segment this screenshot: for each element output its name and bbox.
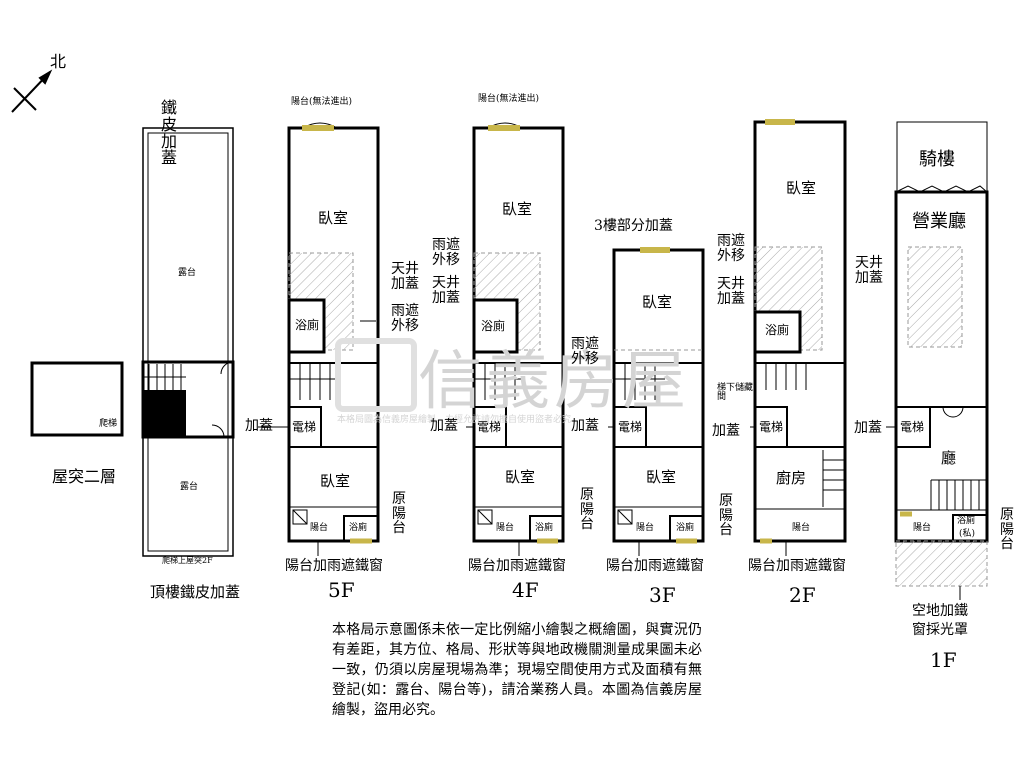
disclaimer-text: 本格局示意圖係未依一定比例縮小繪製之概繪圖，與實況仍有差距，其方位、格局、形狀等… <box>332 622 702 718</box>
f4-original-balcony: 原陽台 <box>580 487 594 533</box>
f2-skylight: 天井加蓋 <box>717 276 745 307</box>
f4-bedroom-front: 臥室 <box>502 200 533 218</box>
f2-elevator: 電梯 <box>759 420 784 434</box>
f3-rain-shelter: 雨遮外移 <box>571 336 599 367</box>
rooftop-plan <box>141 127 235 557</box>
f2-floor-label: 2F <box>789 583 816 607</box>
f3-bathroom-rear: 浴廁 <box>676 523 695 533</box>
floor1-plan <box>886 121 989 600</box>
f1-bathroom-rear: 浴廁 <box>957 516 976 526</box>
f4-rear-window: 陽台加雨遮鐵窗 <box>468 558 566 574</box>
f1-arcade: 騎樓 <box>919 149 955 170</box>
f3-extension: 加蓋 <box>571 418 599 434</box>
f4-balcony-top: 陽台(無法進出) <box>478 94 540 104</box>
f2-balcony: 陽台 <box>792 523 811 533</box>
f1-original-balcony: 原陽台 <box>1000 507 1014 553</box>
f5-extension: 加蓋 <box>245 418 273 434</box>
f4-skylight: 天井加蓋 <box>432 275 460 306</box>
f1-floor-label: 1F <box>930 648 957 672</box>
f4-rain-shelter: 雨遮外移 <box>432 237 460 268</box>
north-label: 北 <box>50 52 67 71</box>
roof-terrace-upper: 露台 <box>178 268 197 278</box>
f3-balcony: 陽台 <box>636 523 655 533</box>
f2-bathroom: 浴廁 <box>765 323 790 337</box>
f4-bathroom: 浴廁 <box>481 319 506 333</box>
floor5-plan <box>258 122 380 556</box>
f3-rear-window: 陽台加雨遮鐵窗 <box>606 558 704 574</box>
compass-arrow-icon <box>11 69 53 113</box>
f2-under-stairs: 梯下儲藏間 <box>717 383 754 403</box>
watermark-logo-icon <box>335 338 417 412</box>
f2-kitchen: 廚房 <box>776 469 807 487</box>
f3-bedroom-rear: 臥室 <box>646 468 677 486</box>
f2-extension: 加蓋 <box>712 423 740 439</box>
roof-ladder-note: 爬梯上屋突2F <box>162 556 213 565</box>
annex-ladder-label: 爬梯 <box>99 419 118 429</box>
f4-elevator: 電梯 <box>477 420 502 434</box>
f5-bedroom-rear: 臥室 <box>320 472 351 490</box>
watermark-notice: 本格局圖為信義房屋繪製，未經允許請勿擅自使用盜者必究 <box>337 415 572 425</box>
f1-skylight: 天井加蓋 <box>855 255 883 286</box>
f5-bedroom-front: 臥室 <box>318 209 349 227</box>
f5-balcony-top: 陽台(無法進出) <box>291 97 353 107</box>
f1-empty-lot: 空地加鐵窗採光罩 <box>912 603 968 638</box>
f1-elevator: 電梯 <box>900 420 925 434</box>
f5-balcony: 陽台 <box>310 523 329 533</box>
roof-terrace-lower: 露台 <box>180 482 199 492</box>
roof-caption: 頂樓鐵皮加蓋 <box>150 583 241 601</box>
floor3-plan <box>608 247 705 556</box>
f3-bedroom-front: 臥室 <box>642 293 673 311</box>
floor4-plan <box>466 122 565 556</box>
f1-hall: 廳 <box>941 449 957 467</box>
f5-rain-shelter: 雨遮外移 <box>391 303 419 334</box>
f5-original-balcony: 原陽台 <box>392 491 406 537</box>
f4-balcony: 陽台 <box>496 523 515 533</box>
f1-extension: 加蓋 <box>854 420 882 436</box>
f4-bedroom-rear: 臥室 <box>505 468 536 486</box>
f5-floor-label: 5F <box>328 578 355 602</box>
f5-bathroom-rear: 浴廁 <box>349 523 368 533</box>
f1-private: (私) <box>959 529 976 539</box>
roof-annex-outline <box>30 361 124 437</box>
watermark-brand: 信義房屋 <box>418 345 690 419</box>
f2-bedroom-front: 臥室 <box>786 179 817 197</box>
f1-balcony: 陽台 <box>913 523 932 533</box>
f2-rain-shelter: 雨遮外移 <box>717 233 745 264</box>
floor2-plan <box>750 119 847 556</box>
f5-elevator: 電梯 <box>292 420 317 434</box>
f2-rear-window: 陽台加雨遮鐵窗 <box>748 558 846 574</box>
f3-partial-extension: 3樓部分加蓋 <box>594 218 673 234</box>
f3-elevator: 電梯 <box>618 420 643 434</box>
f3-original-balcony: 原陽台 <box>719 493 733 539</box>
f5-skylight: 天井加蓋 <box>391 261 419 292</box>
f4-floor-label: 4F <box>512 578 539 602</box>
annex-caption: 屋突二層 <box>52 467 117 486</box>
f1-shop-hall: 營業廳 <box>912 211 966 232</box>
f3-floor-label: 3F <box>649 583 676 607</box>
f5-bathroom: 浴廁 <box>295 318 320 332</box>
f4-bathroom-rear: 浴廁 <box>535 523 554 533</box>
roof-top-label: 鐵皮加蓋 <box>161 98 178 168</box>
f4-extension: 加蓋 <box>430 418 458 434</box>
f5-rear-window: 陽台加雨遮鐵窗 <box>285 558 383 574</box>
